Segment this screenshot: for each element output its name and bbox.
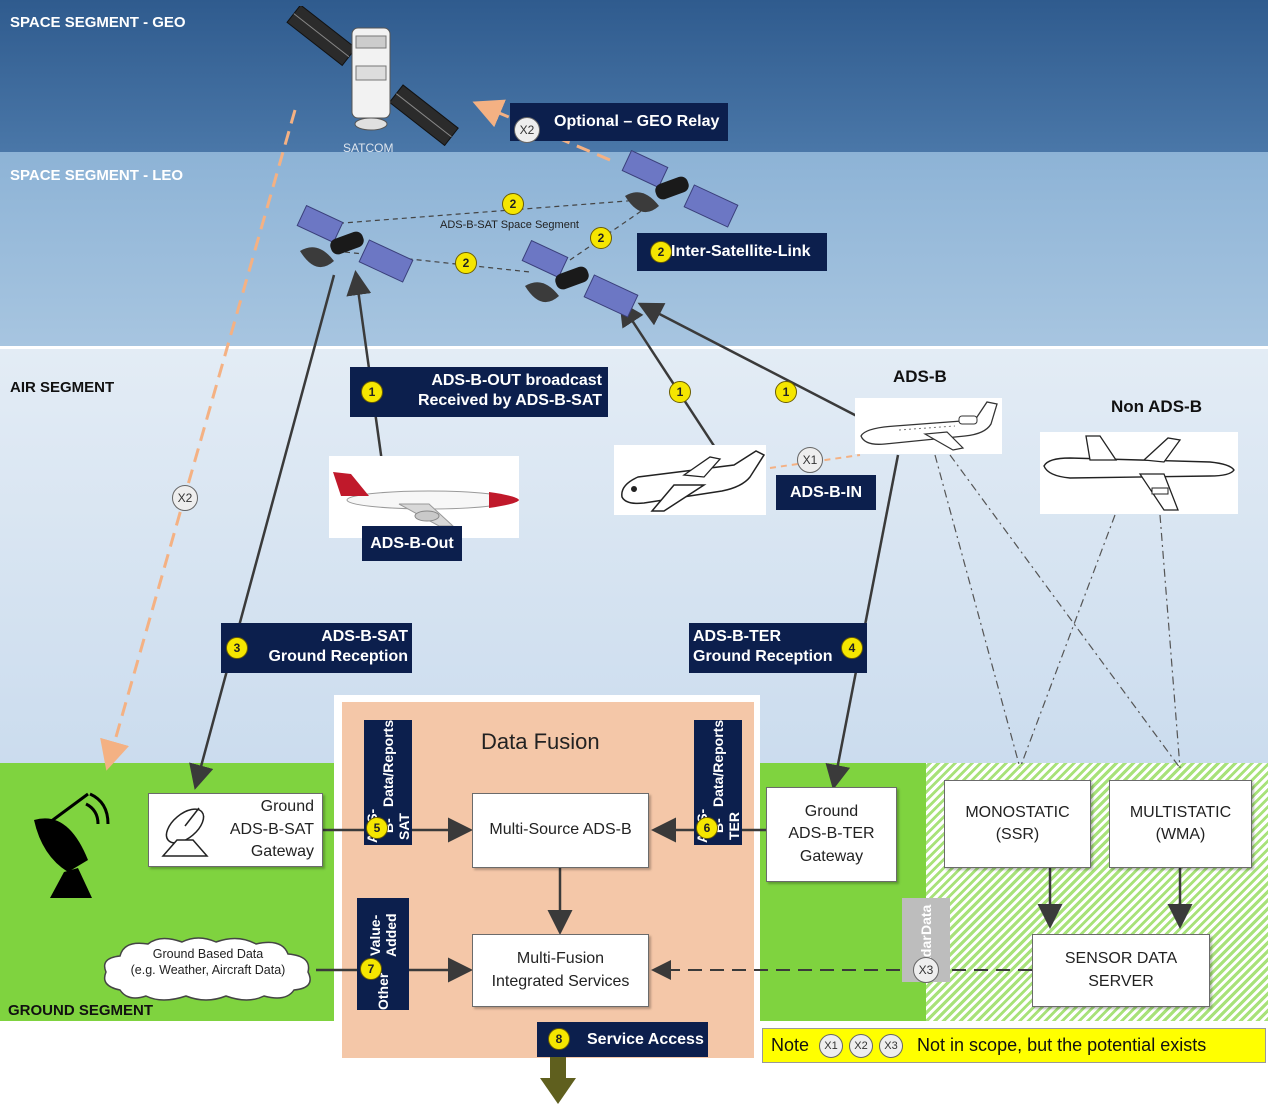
multi-source-adsb-box: Multi-Source ADS-B <box>472 793 649 868</box>
satcom-label: SATCOM <box>343 141 394 155</box>
note-x1-badge: X1 <box>819 1033 844 1058</box>
monostatic-line2: (SSR) <box>995 826 1040 843</box>
sat-gateway-line2: ADS-B-SAT <box>229 820 314 838</box>
note-suffix: Not in scope, but the potential exists <box>917 1035 1207 1055</box>
badge-2-right: 2 <box>590 227 612 249</box>
ground-sat-gateway-box: Ground ADS-B-SAT Gateway <box>148 793 323 867</box>
non-adsb-aircraft-card <box>1040 432 1238 514</box>
segment-title-air: AIR SEGMENT <box>10 379 115 396</box>
ter-gateway-line3: Gateway <box>799 847 864 865</box>
sat-ground-reception-label: ADS-B-SAT Ground Reception <box>221 623 412 673</box>
badge-2-bottom: 2 <box>455 252 477 274</box>
segment-title-leo: SPACE SEGMENT - LEO <box>10 167 184 184</box>
badge-2-isl: 2 <box>650 241 672 263</box>
leo-satellite-right-icon <box>621 150 739 228</box>
badge-1-right: 1 <box>775 381 797 403</box>
multistatic-line1: MULTISTATIC <box>1129 803 1232 821</box>
ter-gateway-line2: ADS-B-TER <box>788 825 875 843</box>
sat-reception-line1: ADS-B-SAT <box>321 628 408 645</box>
broadcast-line2: Received by ADS-B-SAT <box>417 392 602 409</box>
note-box: Note X1 X2 X3 Not in scope, but the pote… <box>762 1028 1266 1063</box>
ter-ground-reception-label: ADS-B-TER Ground Reception <box>689 623 867 673</box>
airliner-red-nose-icon <box>333 472 519 527</box>
sensor-line1: SENSOR DATA <box>1064 950 1178 968</box>
badge-5: 5 <box>366 817 388 839</box>
badge-2-top: 2 <box>502 193 524 215</box>
jumbo-jet-icon <box>621 450 766 512</box>
monostatic-box: MONOSTATIC (SSR) <box>944 780 1091 868</box>
multi-fusion-line2: Integrated Services <box>491 972 630 990</box>
badge-4: 4 <box>841 637 863 659</box>
sensor-data-server-box: SENSOR DATA SERVER <box>1032 934 1210 1007</box>
four-engine-jet-icon <box>1043 435 1235 511</box>
badge-6: 6 <box>696 817 718 839</box>
sensor-line2: SERVER <box>1088 972 1154 990</box>
geo-relay-text: Optional – GEO Relay <box>554 113 720 130</box>
note-x3-badge: X3 <box>879 1033 904 1058</box>
geo-satellite-icon <box>286 6 459 146</box>
other-value-added-label: Other Value-Added <box>357 898 409 1010</box>
multi-fusion-line1: Multi-Fusion <box>516 950 605 968</box>
cloud-shape <box>103 937 311 1001</box>
multistatic-line2: (WMA) <box>1155 826 1206 843</box>
x2-badge-left: X2 <box>172 485 198 511</box>
adsb-aircraft-card <box>855 398 1002 454</box>
badge-8: 8 <box>548 1028 570 1050</box>
business-jet-icon <box>860 401 998 451</box>
other-line1: Other <box>374 972 391 1010</box>
x3-badge-radar: X3 <box>913 957 939 983</box>
sat-gateway-line3: Gateway <box>250 843 314 861</box>
cloud-line1: Ground Based Data <box>152 947 264 961</box>
non-adsb-title: Non ADS-B <box>1111 397 1202 416</box>
adsb-out-aircraft-card <box>329 456 519 538</box>
note-prefix: Note <box>771 1035 810 1055</box>
satellite-dish-icon <box>34 792 110 898</box>
sat-data-line2: Data/Reports <box>379 720 396 808</box>
segment-title-ground: GROUND SEGMENT <box>8 1002 154 1019</box>
isl-label: Inter-Satellite-Link <box>637 233 827 271</box>
segment-title-geo: SPACE SEGMENT - GEO <box>10 14 186 31</box>
leo-satellite-middle-icon <box>521 240 639 318</box>
geo-relay-label: Optional – GEO Relay <box>510 103 728 141</box>
adsb-title: ADS-B <box>893 367 947 386</box>
ter-data-line2: Data/Reports <box>709 720 726 808</box>
monostatic-line1: MONOSTATIC <box>965 803 1070 821</box>
ground-ter-gateway-box: Ground ADS-B-TER Gateway <box>766 787 897 882</box>
radar-line2: Data <box>917 904 934 936</box>
note-x2-badge: X2 <box>849 1033 874 1058</box>
leo-satellite-left-icon <box>296 205 414 283</box>
cloud-text: Ground Based Data (e.g. Weather, Aircraf… <box>108 946 308 979</box>
broadcast-line1: ADS-B-OUT broadcast <box>431 372 602 389</box>
badge-7: 7 <box>360 958 382 980</box>
adsb-in-aircraft-card <box>614 445 766 515</box>
adsb-in-label: ADS-B-IN <box>776 475 876 510</box>
data-fusion-title: Data Fusion <box>481 729 600 754</box>
sat-reception-line2: Ground Reception <box>268 648 408 665</box>
small-dish-icon <box>161 807 209 857</box>
multi-fusion-box: Multi-Fusion Integrated Services <box>472 934 649 1007</box>
multistatic-box: MULTISTATIC (WMA) <box>1109 780 1252 868</box>
x2-badge-geo: X2 <box>514 117 540 143</box>
service-access-text: Service Access <box>587 1030 704 1048</box>
adsb-out-broadcast-label: ADS-B-OUT broadcast Received by ADS-B-SA… <box>350 367 608 417</box>
sat-gateway-line1: Ground <box>260 798 314 816</box>
isl-text: Inter-Satellite-Link <box>671 243 811 260</box>
adsb-out-label: ADS-B-Out <box>362 526 462 561</box>
ter-reception-line1: ADS-B-TER <box>693 628 781 645</box>
badge-1-broadcast: 1 <box>361 381 383 403</box>
ter-gateway-line1: Ground <box>804 802 859 820</box>
badge-3: 3 <box>226 637 248 659</box>
ter-reception-line2: Ground Reception <box>693 648 833 665</box>
badge-1-mid: 1 <box>669 381 691 403</box>
space-segment-label: ADS-B-SAT Space Segment <box>440 219 579 231</box>
multi-source-text: Multi-Source ADS-B <box>489 821 632 839</box>
air-band <box>0 349 1268 763</box>
x1-badge: X1 <box>797 447 823 473</box>
cloud-line2: (e.g. Weather, Aircraft Data) <box>130 963 286 978</box>
